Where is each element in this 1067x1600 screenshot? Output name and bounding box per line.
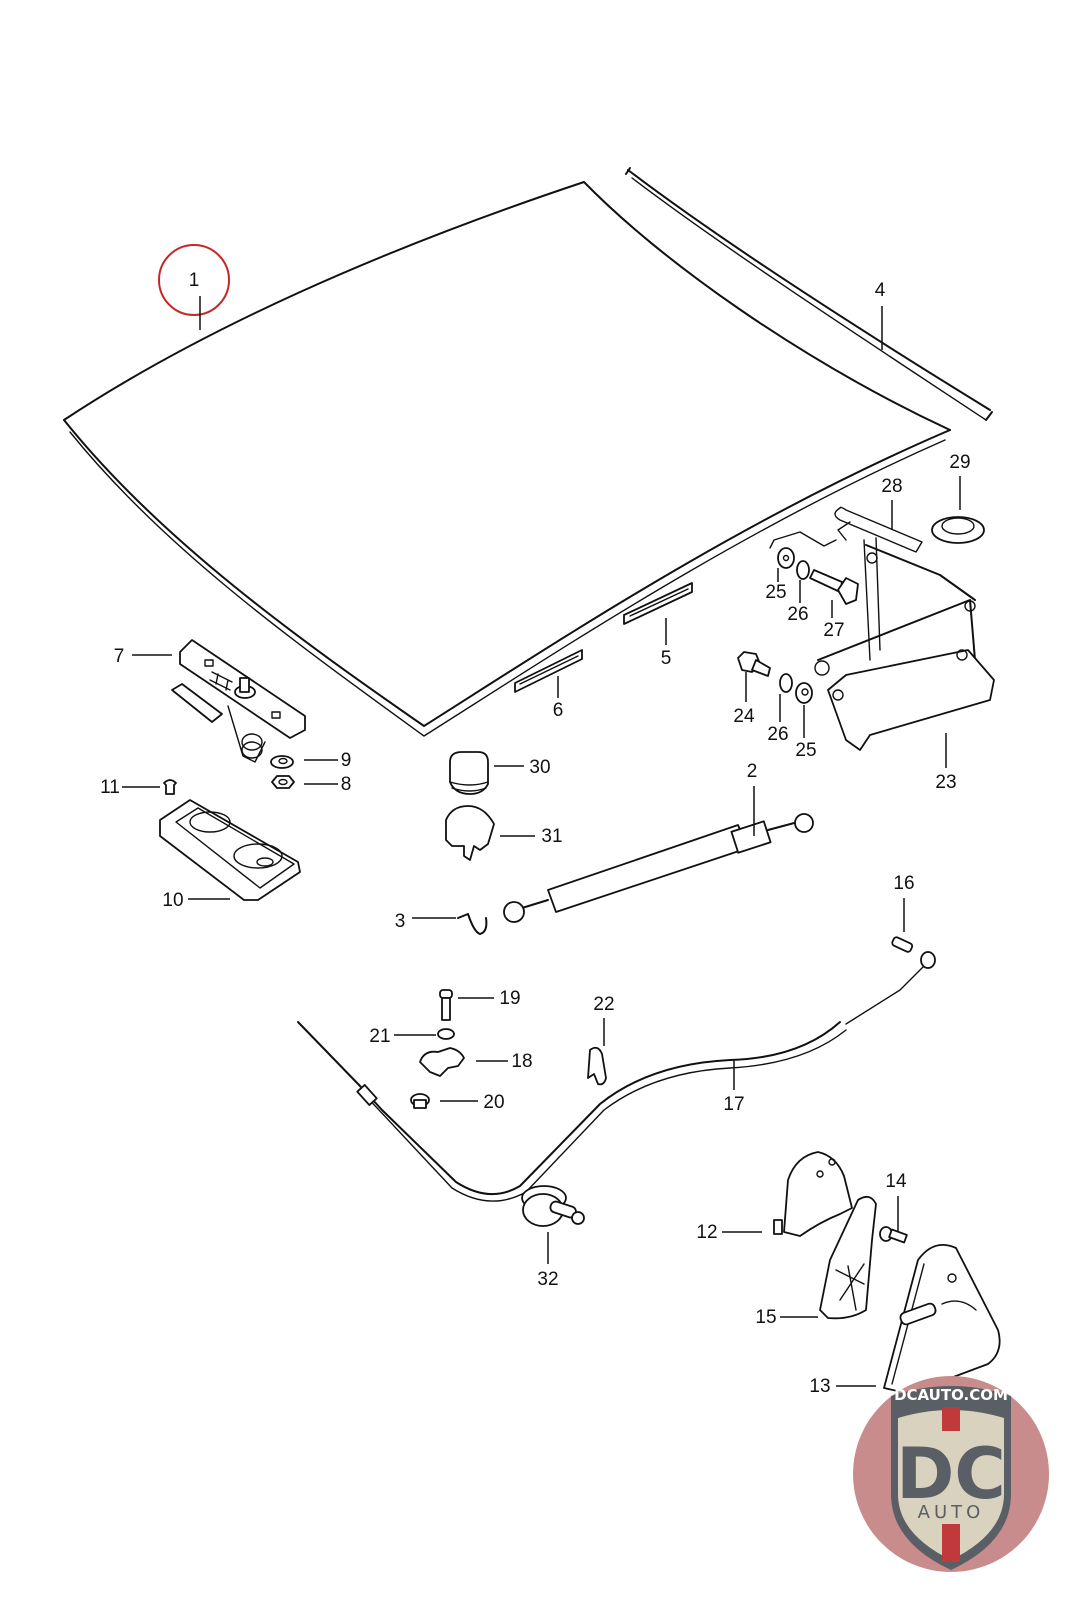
logo-main-text: DC — [896, 1433, 1005, 1515]
label-4: 4 — [875, 280, 886, 301]
label-13: 13 — [809, 1376, 830, 1397]
label-20: 20 — [483, 1092, 504, 1113]
label-32: 32 — [537, 1269, 558, 1290]
dcauto-watermark-logo: DCAUTO.COM DC AUTO — [853, 1376, 1049, 1572]
highlight-circle — [158, 244, 230, 316]
part-10-lock-base-plate[interactable] — [159, 799, 301, 901]
logo-top-text: DCAUTO.COM — [894, 1386, 1008, 1404]
label-10: 10 — [162, 890, 183, 911]
label-17: 17 — [723, 1094, 744, 1115]
label-22: 22 — [593, 994, 614, 1015]
part-6-pad-strip[interactable] — [514, 649, 583, 693]
part-15-lever[interactable] — [819, 1195, 877, 1320]
part-18-cable-clamp[interactable] — [419, 1047, 465, 1077]
label-7: 7 — [114, 646, 125, 667]
part-2-gas-strut[interactable] — [503, 813, 814, 923]
part-12-bracket[interactable] — [773, 1151, 853, 1237]
part-3-retaining-clip[interactable] — [457, 913, 488, 935]
label-6: 6 — [553, 700, 564, 721]
label-19: 19 — [499, 988, 520, 1009]
label-23: 23 — [935, 772, 956, 793]
part-24-bolt[interactable] — [737, 651, 771, 677]
part-20-grommet[interactable] — [410, 1093, 430, 1109]
label-27: 27 — [823, 620, 844, 641]
part-25-washer[interactable] — [777, 547, 795, 569]
label-15: 15 — [755, 1307, 776, 1328]
label-29: 29 — [949, 452, 970, 473]
part-7-hood-lock[interactable] — [171, 639, 306, 763]
label-3: 3 — [395, 911, 406, 932]
label-16: 16 — [893, 873, 914, 894]
label-25b: 25 — [795, 740, 816, 761]
label-12: 12 — [696, 1222, 717, 1243]
part-19-screw[interactable] — [439, 989, 453, 1021]
part-23-hinge[interactable] — [814, 537, 995, 751]
label-1: 1 — [189, 270, 200, 291]
logo-stripe-top — [942, 1407, 960, 1431]
part-29-grommet[interactable] — [931, 516, 985, 544]
label-5: 5 — [661, 648, 672, 669]
part-17-release-cable[interactable] — [297, 951, 936, 1202]
label-18: 18 — [511, 1051, 532, 1072]
label-14: 14 — [885, 1171, 907, 1192]
part-31-cap[interactable] — [445, 805, 495, 861]
part-4-seal-strip[interactable] — [625, 167, 993, 421]
callout-part-1[interactable]: 1 — [158, 244, 230, 330]
part-22-cable-clip[interactable] — [587, 1046, 607, 1086]
part-16-pin[interactable] — [891, 936, 914, 953]
part-26b-lock-washer[interactable] — [779, 673, 793, 693]
label-11: 11 — [100, 777, 120, 798]
label-24: 24 — [733, 706, 755, 727]
part-28-hinge-spring[interactable] — [834, 506, 923, 553]
part-21-washer[interactable] — [437, 1028, 455, 1040]
part-5-pad-strip[interactable] — [623, 582, 693, 625]
logo-stripe-bottom — [942, 1524, 960, 1562]
part-27-bolt[interactable] — [809, 569, 859, 605]
part-32-cable-knob[interactable] — [521, 1185, 585, 1227]
part-26-lock-washer[interactable] — [796, 560, 810, 580]
part-13-release-lever-housing[interactable] — [883, 1244, 1001, 1393]
part-25b-washer[interactable] — [795, 682, 813, 704]
label-21: 21 — [369, 1026, 390, 1047]
label-30: 30 — [529, 757, 550, 778]
label-9: 9 — [341, 750, 352, 771]
label-2: 2 — [747, 761, 758, 782]
logo-sub-text: AUTO — [918, 1502, 985, 1523]
label-28: 28 — [881, 476, 902, 497]
logo-shield-inner — [898, 1410, 1004, 1560]
part-14-screw[interactable] — [879, 1226, 908, 1244]
part-11-rivet[interactable] — [163, 779, 177, 795]
part-8-nut[interactable] — [271, 775, 295, 789]
label-26: 26 — [787, 604, 808, 625]
part-1-hood-panel[interactable] — [63, 181, 951, 737]
label-8: 8 — [341, 774, 352, 795]
label-26b: 26 — [767, 724, 788, 745]
assembly-bracket-line — [769, 531, 837, 549]
label-31: 31 — [541, 826, 562, 847]
part-30-cap[interactable] — [449, 751, 489, 795]
part-9-washer[interactable] — [270, 755, 294, 769]
label-25: 25 — [765, 582, 786, 603]
